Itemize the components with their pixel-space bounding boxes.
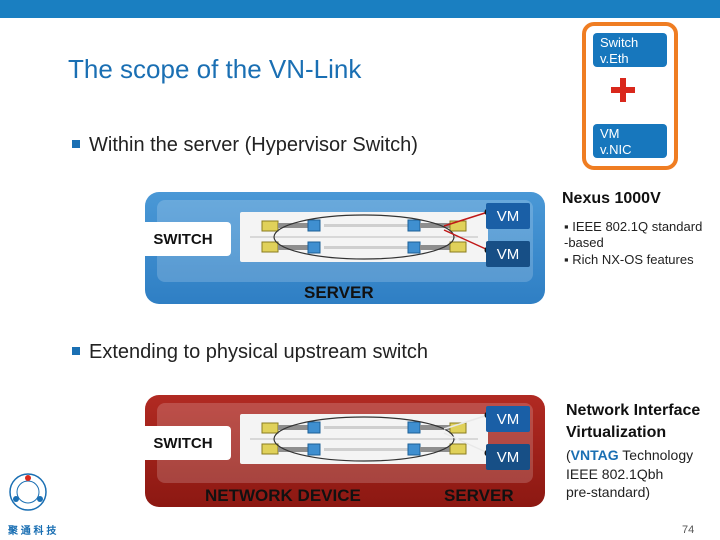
bullet-square-icon bbox=[72, 139, 80, 148]
nexus-heading: Nexus 1000V bbox=[562, 190, 661, 207]
cable-connectors-icon bbox=[250, 214, 478, 260]
callout-switch-veth: Switch v.Eth bbox=[593, 33, 667, 67]
cable-connectors-icon bbox=[250, 416, 478, 462]
network-device-label: NETWORK DEVICE bbox=[205, 486, 361, 505]
nexus-line-3: ▪ Rich NX-OS features bbox=[564, 252, 694, 267]
top-accent-bar bbox=[0, 0, 720, 18]
callout-vm-vnic: VM v.NIC bbox=[593, 124, 667, 158]
company-logo-icon bbox=[9, 473, 47, 511]
nic-virt-heading-2: Virtualization bbox=[566, 424, 667, 441]
callout-frame bbox=[582, 22, 678, 170]
bullet-extending-switch: Extending to physical upstream switch bbox=[72, 341, 428, 364]
qbh-line-2: pre-standard) bbox=[566, 484, 651, 500]
nexus-line-2: -based bbox=[564, 235, 604, 250]
nic-virt-heading-1: Network Interface bbox=[566, 402, 701, 419]
bullet-within-server: Within the server (Hypervisor Switch) bbox=[72, 134, 418, 157]
vm-box-1: VM bbox=[486, 203, 530, 229]
company-logo-text: 聚 通 科 技 bbox=[8, 526, 57, 537]
switch-box-2: SWITCH bbox=[135, 426, 231, 460]
server-label: SERVER bbox=[304, 283, 374, 302]
switch-box: SWITCH bbox=[135, 222, 231, 256]
vntag-line: (VNTAG Technology bbox=[566, 447, 694, 463]
server-label-2: SERVER bbox=[444, 486, 514, 505]
cable-strip bbox=[240, 212, 488, 262]
vm-box-3: VM bbox=[486, 406, 530, 432]
vm-box-2: VM bbox=[486, 241, 530, 267]
cable-strip-2 bbox=[240, 414, 488, 464]
page-number: 74 bbox=[682, 524, 695, 536]
vm-box-4: VM bbox=[486, 444, 530, 470]
slide-title: The scope of the VN-Link bbox=[68, 54, 362, 84]
nexus-line-1: ▪ IEEE 802.1Q standard bbox=[564, 219, 703, 234]
qbh-line-1: IEEE 802.1Qbh bbox=[566, 466, 664, 482]
bullet-square-icon bbox=[72, 346, 80, 355]
plus-icon bbox=[611, 78, 635, 102]
